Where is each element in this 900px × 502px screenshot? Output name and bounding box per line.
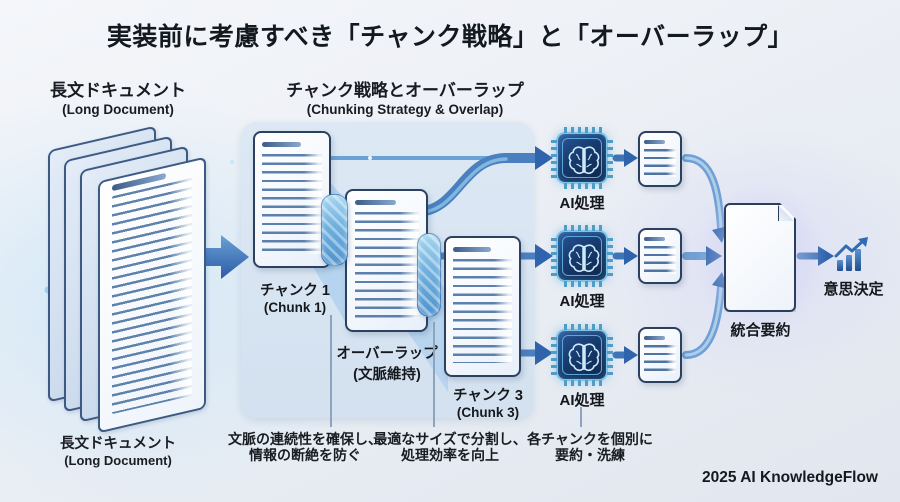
- chunk3-label-en: (Chunk 3): [456, 405, 520, 420]
- annotation-connector-1: [330, 315, 332, 427]
- chunking-strategy-heading-en: (Chunking Strategy & Overlap): [306, 102, 504, 117]
- bar-chart-up-icon: [834, 237, 868, 271]
- long-document-heading-en: (Long Document): [62, 102, 174, 117]
- chunk3-document: [444, 236, 521, 377]
- chunk1-document: [253, 131, 331, 268]
- ai-chip-3: [551, 324, 613, 386]
- annotation-size-line2: 処理効率を向上: [401, 447, 499, 463]
- result-doc-title-bar: [644, 237, 665, 241]
- result-doc-title-bar: [644, 336, 665, 340]
- chip-pins: [551, 337, 557, 375]
- long-document-caption-en: (Long Document): [64, 453, 172, 468]
- chunk3-title-bar: [453, 247, 492, 252]
- summary-document: [724, 203, 796, 312]
- chunk1-title-bar: [262, 142, 301, 147]
- chip-pins: [564, 183, 602, 189]
- long-document-heading: 長文ドキュメント (Long Document): [18, 76, 218, 117]
- chip-inner-frame: [562, 138, 602, 178]
- chunk3-text-lines: [453, 259, 513, 363]
- chip-inner-frame: [562, 335, 602, 375]
- annotation-refine-line1: 各チャンクを個別に: [527, 431, 653, 447]
- chunk3-label-jp: チャンク 3: [453, 388, 523, 404]
- chunk3-label: チャンク 3 (Chunk 3): [443, 384, 533, 420]
- annotation-connector-3: [580, 407, 582, 427]
- ai-label-3: AI処理: [559, 392, 605, 409]
- annotation-context-line2: 情報の断絶を防ぐ: [249, 447, 361, 463]
- annotation-context: 文脈の連続性を確保し、 情報の断絶を防ぐ: [220, 431, 390, 463]
- annotation-refine: 各チャンクを個別に 要約・洗練: [505, 431, 675, 463]
- result-doc-1: [638, 131, 682, 187]
- footer-credit: 2025 AI KnowledgeFlow: [702, 469, 878, 486]
- chunk1-text-lines: [262, 154, 323, 254]
- long-document-heading-jp: 長文ドキュメント: [50, 81, 186, 100]
- overlap-label-sub: (文脈維持): [353, 367, 421, 383]
- result-doc-3: [638, 327, 682, 383]
- long-document-caption-jp: 長文ドキュメント: [60, 436, 176, 452]
- chunk1-label-en: (Chunk 1): [263, 300, 327, 315]
- chunk1-label-jp: チャンク 1: [260, 283, 330, 299]
- summary-title-bar: [734, 215, 761, 221]
- long-document-stack: [48, 125, 223, 438]
- chip-pins: [607, 337, 613, 375]
- arrowhead-doc2: [624, 247, 638, 265]
- chip-to-doc-arrows: [612, 154, 628, 359]
- chip-pins: [607, 238, 613, 276]
- annotation-context-line1: 文脈の連続性を確保し、: [228, 431, 382, 447]
- ai-label-1: AI処理: [559, 195, 605, 212]
- chip-inner-frame: [562, 236, 602, 276]
- page-title: 実装前に考慮すべき「チャンク戦略」と「オーバーラップ」: [106, 23, 794, 51]
- stack-page-front: [98, 156, 206, 434]
- chip-pins: [564, 225, 602, 231]
- ai-label-2: AI処理: [559, 293, 605, 310]
- overlap-title-bar: [354, 200, 396, 205]
- decision-label-wrap: 意思決定: [811, 278, 896, 299]
- chip-pins: [564, 127, 602, 133]
- annotation-size: 最適なサイズで分割し、 処理効率を向上: [365, 431, 535, 463]
- annotation-size-line1: 最適なサイズで分割し、: [373, 431, 527, 447]
- chunking-strategy-heading: チャンク戦略とオーバーラップ (Chunking Strategy & Over…: [245, 76, 565, 117]
- result-doc-title-bar: [644, 140, 665, 144]
- arrowhead-doc3: [624, 346, 638, 364]
- summary-text-lines: [734, 229, 787, 300]
- decision-label: 意思決定: [823, 281, 884, 298]
- ai-chip-2: [551, 225, 613, 287]
- arrowhead-doc1: [624, 149, 638, 167]
- brain-icon: [568, 244, 600, 273]
- brain-icon: [568, 146, 600, 175]
- annotation-refine-line2: 要約・洗練: [555, 447, 625, 463]
- chip-pins: [551, 238, 557, 276]
- result-doc-lines: [644, 149, 677, 177]
- long-document-caption: 長文ドキュメント (Long Document): [18, 432, 218, 468]
- overlap-document: [345, 189, 428, 332]
- chip-pins: [564, 380, 602, 386]
- chip-pins: [607, 140, 613, 178]
- summary-label: 統合要約: [730, 322, 791, 339]
- result-doc-lines: [644, 345, 677, 373]
- chunk1-label: チャンク 1 (Chunk 1): [250, 279, 340, 315]
- result-doc-2: [638, 228, 682, 284]
- brain-icon: [568, 343, 600, 372]
- chip-pins: [551, 140, 557, 178]
- overlap-text-lines: [354, 212, 419, 318]
- result-doc-lines: [644, 246, 677, 274]
- ai-chip-1: [551, 127, 613, 189]
- overlap-label-jp: オーバーラップ: [336, 346, 438, 362]
- overlap-band-1: [321, 194, 348, 266]
- annotation-connector-2: [433, 322, 435, 427]
- overlap-band-2: [417, 233, 441, 317]
- overlap-label: オーバーラップ (文脈維持): [329, 342, 445, 384]
- chip-pins: [564, 324, 602, 330]
- page-text-lines: [112, 177, 192, 415]
- summary-label-wrap: 統合要約: [713, 319, 808, 340]
- chunking-strategy-heading-jp: チャンク戦略とオーバーラップ: [286, 81, 524, 100]
- chip-pins: [564, 281, 602, 287]
